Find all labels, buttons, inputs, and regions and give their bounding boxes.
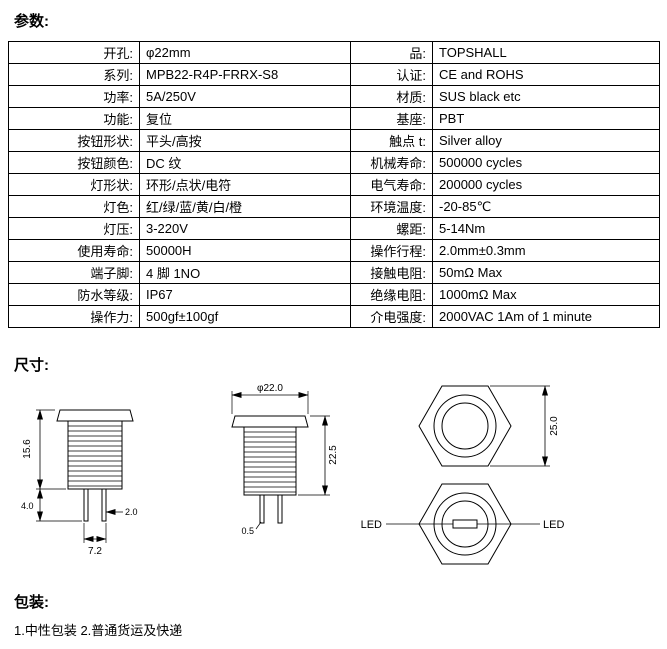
spec-label: 按钮颜色:: [8, 151, 140, 174]
spec-value: φ22mm: [139, 41, 351, 64]
dim-pin-thickness-label: 0.5: [241, 526, 254, 536]
led-right-label: LED: [543, 519, 564, 531]
spec-label: 功率:: [8, 85, 140, 108]
spec-value: 2.0mm±0.3mm: [432, 239, 660, 262]
dims-heading: 尺寸:: [14, 357, 49, 374]
spec-label: 使用寿命:: [8, 239, 140, 262]
spec-value: 红/绿/蓝/黄/白/橙: [139, 195, 351, 218]
dim-diameter-label: φ22.0: [257, 383, 283, 394]
spec-label: 电气寿命:: [350, 173, 433, 196]
spec-label: 介电强度:: [350, 305, 433, 328]
spec-value: PBT: [432, 107, 660, 130]
spec-label: 开孔:: [8, 41, 140, 64]
spec-label: 系列:: [8, 63, 140, 86]
spec-label: 灯压:: [8, 217, 140, 240]
spec-value: 3-220V: [139, 217, 351, 240]
packaging-text: 1.中性包装 2.普通货运及快递: [14, 623, 183, 638]
dim-pin-length-label: 4.0: [21, 501, 34, 511]
spec-label: 螺距:: [350, 217, 433, 240]
spec-label: 材质:: [350, 85, 433, 108]
spec-row: 功能:复位基座:PBT: [8, 107, 660, 130]
spec-label: 基座:: [350, 107, 433, 130]
spec-value: CE and ROHS: [432, 63, 660, 86]
spec-value: Silver alloy: [432, 129, 660, 152]
spec-value: 200000 cycles: [432, 173, 660, 196]
spec-label: 操作力:: [8, 305, 140, 328]
spec-value: -20-85℃: [432, 195, 660, 218]
hex-top-view: 25.0: [418, 385, 560, 467]
spec-value: 2000VAC 1Am of 1 minute: [432, 305, 660, 328]
spec-label: 功能:: [8, 107, 140, 130]
spec-value: TOPSHALL: [432, 41, 660, 64]
spec-value: 1000mΩ Max: [432, 283, 660, 306]
spec-value: 5-14Nm: [432, 217, 660, 240]
spec-row: 灯形状:环形/点状/电符电气寿命:200000 cycles: [8, 173, 660, 196]
params-heading: 参数:: [14, 13, 49, 30]
spec-row: 按钮形状:平头/高按触点 t:Silver alloy: [8, 129, 660, 152]
dim-pin-width-label: 2.0: [125, 507, 138, 517]
spec-label: 绝缘电阻:: [350, 283, 433, 306]
dimension-drawing: 15.6 4.0 7.2 2.0 φ22.0: [20, 381, 659, 581]
spec-value: 50000H: [139, 239, 351, 262]
dim-left-height-label: 15.6: [22, 439, 33, 459]
spec-value: 复位: [139, 107, 351, 130]
spec-value: 环形/点状/电符: [139, 173, 351, 196]
spec-label: 品:: [350, 41, 433, 64]
spec-label: 接触电阻:: [350, 261, 433, 284]
spec-value: 500000 cycles: [432, 151, 660, 174]
spec-label: 认证:: [350, 63, 433, 86]
spec-label: 防水等级:: [8, 283, 140, 306]
spec-value: MPB22-R4P-FRRX-S8: [139, 63, 351, 86]
spec-label: 环境温度:: [350, 195, 433, 218]
spec-label: 灯色:: [8, 195, 140, 218]
spec-value: 500gf±100gf: [139, 305, 351, 328]
technical-drawing-svg: 15.6 4.0 7.2 2.0 φ22.0: [21, 383, 564, 565]
spec-value: 50mΩ Max: [432, 261, 660, 284]
led-left-label: LED: [361, 519, 382, 531]
spec-label: 操作行程:: [350, 239, 433, 262]
spec-value: 5A/250V: [139, 85, 351, 108]
left-side-view: 15.6 4.0 7.2 2.0: [21, 409, 138, 557]
spec-label: 按钮形状:: [8, 129, 140, 152]
spec-value: 4 脚 1NO: [139, 261, 351, 284]
spec-row: 灯色:红/绿/蓝/黄/白/橙环境温度:-20-85℃: [8, 195, 660, 218]
dim-across-flats-label: 25.0: [549, 416, 560, 436]
spec-row: 按钮颜色:DC 纹机械寿命:500000 cycles: [8, 151, 660, 174]
packaging-heading: 包装:: [14, 594, 49, 611]
dim-pin-pitch-label: 7.2: [88, 546, 102, 557]
spec-value: 平头/高按: [139, 129, 351, 152]
hex-bottom-view: LED LED: [361, 483, 564, 565]
spec-label: 灯形状:: [8, 173, 140, 196]
spec-label: 触点 t:: [350, 129, 433, 152]
middle-side-view: φ22.0 22.5 0.5: [231, 383, 339, 536]
dim-mid-height-label: 22.5: [328, 445, 339, 465]
spec-value: IP67: [139, 283, 351, 306]
spec-value: SUS black etc: [432, 85, 660, 108]
spec-label: 机械寿命:: [350, 151, 433, 174]
spec-value: DC 纹: [139, 151, 351, 174]
spec-label: 端子脚:: [8, 261, 140, 284]
